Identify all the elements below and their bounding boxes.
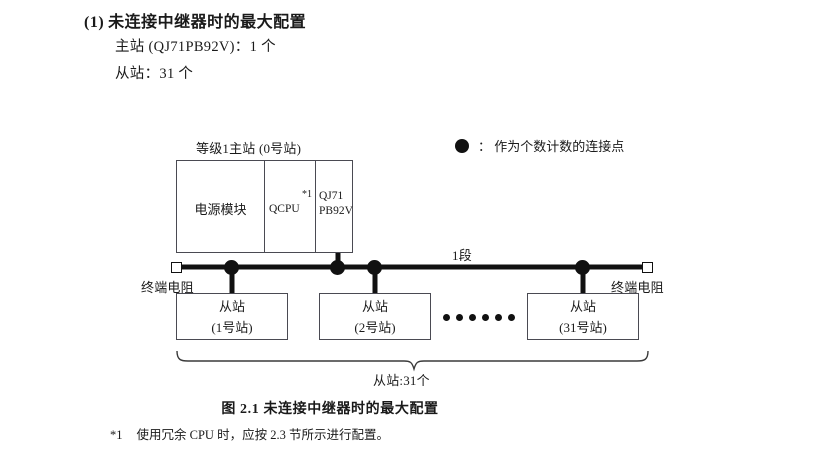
slave-station-number-3: (31号站)	[559, 320, 607, 335]
slave-station-box-1: 从站 (1号站)	[176, 293, 288, 340]
slave-group-brace	[176, 350, 649, 372]
slave-group-brace-label: 从站:31个	[373, 373, 430, 388]
ellipsis-dot	[495, 314, 502, 321]
spec-line-master: 主站 (QJ71PB92V)：1 个	[115, 39, 276, 55]
footnote: *1 使用冗余 CPU 时，应按 2.3 节所示进行配置。	[110, 424, 389, 443]
cpu-module-label: QCPU	[269, 203, 300, 215]
connection-dot-master	[330, 260, 345, 275]
slave-station-title-1: 从站	[218, 299, 245, 314]
slave-station-title-2: 从站	[361, 299, 388, 314]
ellipsis-dot	[443, 314, 450, 321]
connection-dot-2	[367, 260, 382, 275]
footnote-marker: *1	[110, 428, 123, 442]
network-module-label: QJ71 PB92V	[319, 189, 353, 219]
connection-dot-3	[575, 260, 590, 275]
legend: ： 作为个数计数的连接点	[455, 136, 624, 155]
terminator-left-icon	[171, 262, 182, 273]
connection-dot-1	[224, 260, 239, 275]
slave-station-number-2: (2号站)	[354, 320, 396, 335]
slave-station-number-1: (1号站)	[211, 320, 253, 335]
section-heading: (1)未连接中继器时的最大配置	[84, 8, 306, 32]
power-module-label: 电源模块	[194, 202, 247, 217]
terminator-left-label: 终端电阻	[141, 280, 194, 295]
cpu-module-cell: *1 QCPU	[265, 161, 316, 252]
terminator-right-label: 终端电阻	[611, 280, 664, 295]
slave-ellipsis-icon	[443, 314, 517, 322]
power-module-cell: 电源模块	[177, 161, 265, 252]
bus-segment-label: 1段	[452, 248, 472, 263]
slave-station-box-2: 从站 (2号站)	[319, 293, 431, 340]
ellipsis-dot	[469, 314, 476, 321]
figure-caption: 图 2.1 未连接中继器时的最大配置	[221, 402, 439, 417]
connection-point-icon	[455, 138, 469, 153]
ellipsis-dot	[456, 314, 463, 321]
network-module-label-line1: QJ71	[319, 190, 344, 202]
master-station-rack: 电源模块 *1 QCPU QJ71 PB92V	[176, 160, 353, 253]
ellipsis-dot	[508, 314, 515, 321]
footnote-text: 使用冗余 CPU 时，应按 2.3 节所示进行配置。	[136, 428, 389, 442]
network-module-cell: QJ71 PB92V	[316, 161, 354, 252]
section-title: 未连接中继器时的最大配置	[108, 14, 307, 31]
slave-station-title-3: 从站	[569, 299, 596, 314]
spec-line-slave: 从站：31 个	[115, 66, 194, 82]
ellipsis-dot	[482, 314, 489, 321]
terminator-right-icon	[642, 262, 653, 273]
legend-label: ： 作为个数计数的连接点	[478, 139, 625, 154]
master-station-header-label: 等级1主站 (0号站)	[196, 141, 302, 156]
section-number: (1)	[84, 14, 105, 31]
slave-station-box-3: 从站 (31号站)	[527, 293, 639, 340]
cpu-module-footnote-marker: *1	[302, 189, 312, 200]
network-module-label-line2: PB92V	[319, 205, 353, 217]
